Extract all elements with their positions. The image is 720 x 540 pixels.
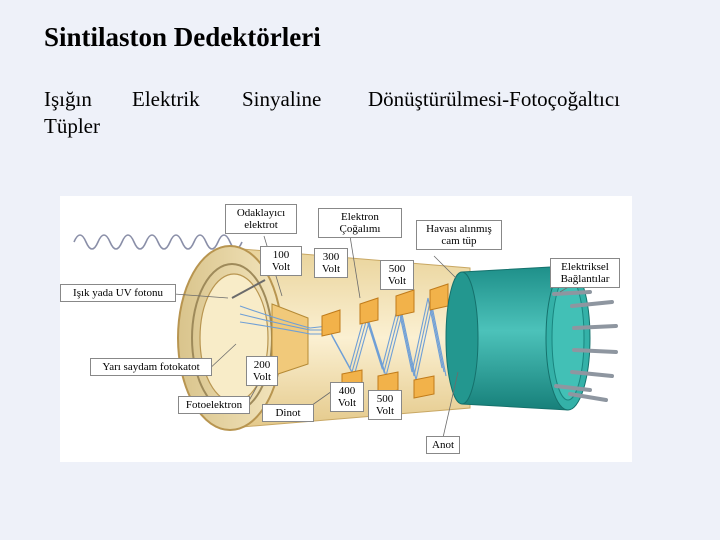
label-dynode: Dinot [262,404,314,422]
label-400-volt: 400 Volt [330,382,364,412]
label-anode: Anot [426,436,460,454]
label-photoelectron: Fotoelektron [178,396,250,414]
slide-title: Sintilaston Dedektörleri [44,22,321,52]
focusing-electrode [271,303,309,377]
subtitle-word: Sinyaline [242,87,322,111]
label-500-volt-bottom: 500 Volt [368,390,402,420]
label-photocathode: Yarı saydam fotokatot [90,358,212,376]
label-100-volt: 100 Volt [260,246,302,276]
electron-paths [239,297,447,381]
label-focusing-electrode: Odaklayıcı elektrot [225,204,297,234]
subtitle-word: Işığın [44,87,92,111]
dynode-chain [321,283,449,399]
label-200-volt: 200 Volt [246,356,278,386]
photon-wave [73,234,243,250]
label-vacuum-tube: Havası alınmış cam tüp [416,220,502,250]
subtitle-word: Elektrik [132,87,200,111]
subtitle-word: Dönüştürülmesi-Fotoçoğaltıcı [368,87,620,111]
photomultiplier-diagram: Odaklayıcı elektrot Elektron Çoğalımı Ha… [60,196,632,462]
subtitle-word: Tüpler [44,114,100,138]
label-500-volt-top: 500 Volt [380,260,414,290]
label-300-volt: 300 Volt [314,248,348,278]
label-electron-multiplier: Elektron Çoğalımı [318,208,402,238]
label-photon: Işık yada UV fotonu [60,284,176,302]
label-electrical-connections: Elektriksel Bağlantılar [550,258,620,288]
